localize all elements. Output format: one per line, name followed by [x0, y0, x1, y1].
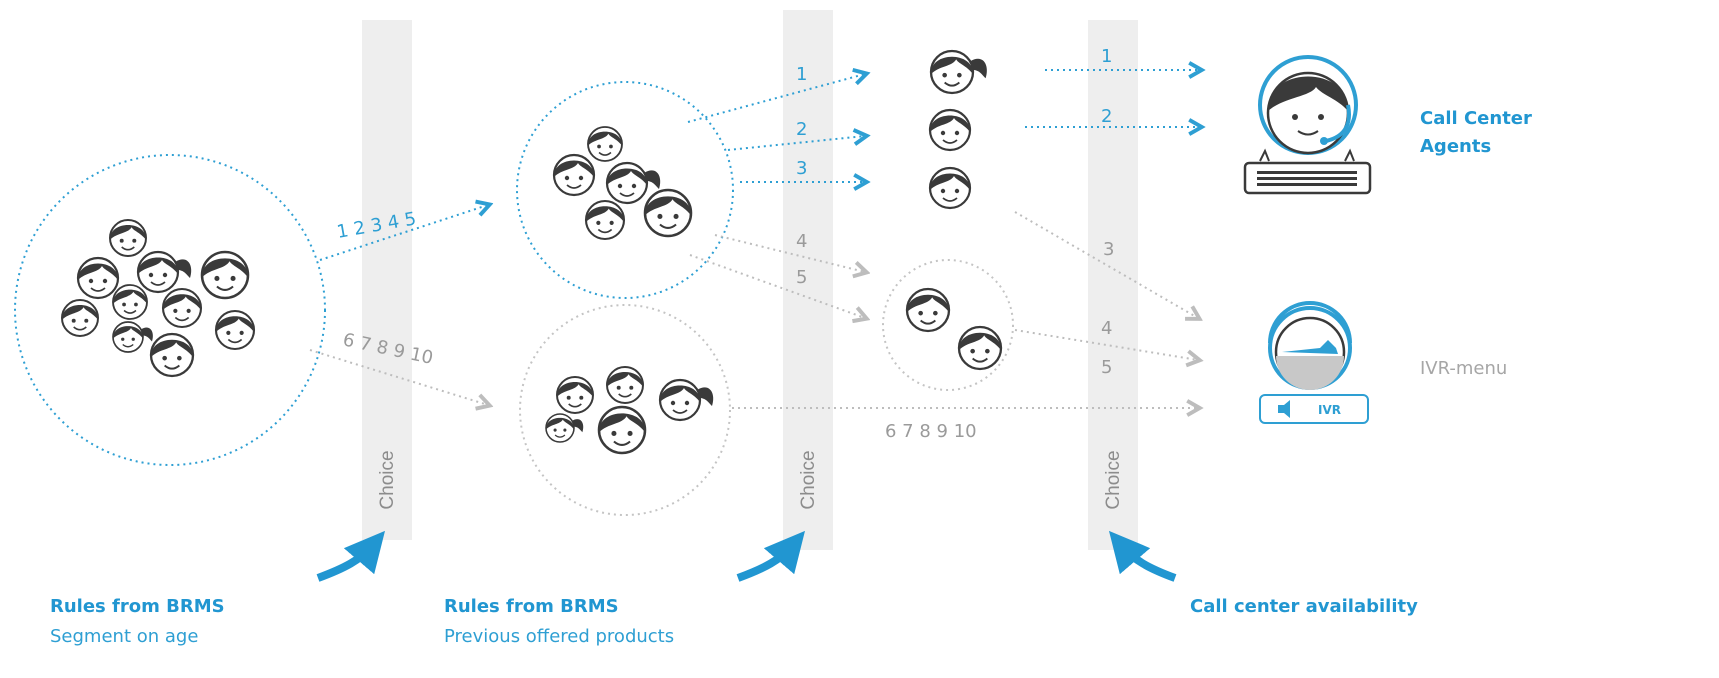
caption-3-title: Call center availability	[1190, 596, 1418, 617]
to-ivr-4-label: 4	[1101, 318, 1112, 339]
ivr-badge: IVR	[1259, 394, 1369, 424]
call-center-agent-icon	[1258, 55, 1358, 155]
to-agent-2-label: 2	[1101, 106, 1112, 127]
face-icon	[108, 219, 148, 257]
unmatched-group	[882, 259, 1014, 391]
face-icon	[605, 366, 645, 404]
population-faces	[60, 219, 256, 378]
to-ivr-3-label: 3	[1103, 239, 1114, 260]
face-icon	[643, 188, 693, 238]
to-ivr-5-label: 5	[1101, 357, 1112, 378]
face-icon	[60, 299, 100, 337]
fallback-arrows	[309, 211, 1198, 408]
face-icon	[161, 287, 203, 329]
face-icon	[584, 199, 626, 241]
face-icon	[555, 376, 595, 414]
keyboard-icon	[1243, 148, 1372, 195]
agents-label-line1: Call Center	[1420, 108, 1532, 129]
branch-2-label: 2	[796, 119, 807, 140]
choice-bar-3: Choice	[1088, 20, 1138, 550]
face-icon	[587, 126, 623, 162]
face-icon	[928, 166, 972, 210]
segment-old-faces	[545, 366, 715, 455]
face-icon	[552, 153, 596, 197]
face-ponytail-icon	[658, 378, 715, 422]
caption-1-title: Rules from BRMS	[50, 596, 225, 617]
choice-label: Choice	[1103, 450, 1124, 509]
branch-3-label: 3	[796, 158, 807, 179]
face-ponytail-icon	[136, 250, 193, 294]
face-icon	[597, 405, 647, 455]
face-icon	[214, 309, 256, 351]
face-icon	[928, 108, 972, 152]
face-icon	[76, 256, 120, 300]
caption-2-title: Rules from BRMS	[444, 596, 619, 617]
face-ponytail-icon	[929, 49, 989, 95]
choice-label: Choice	[377, 450, 398, 509]
face-icon	[149, 332, 195, 378]
segment-group-young	[516, 81, 734, 299]
curved-arrow-icon	[1108, 530, 1177, 582]
segment-young-faces	[552, 126, 693, 241]
face-icon	[112, 284, 148, 320]
curved-arrow-icon	[736, 530, 806, 582]
face-icon	[957, 325, 1003, 371]
face-icon	[905, 287, 951, 333]
choice-label: Choice	[798, 450, 819, 509]
ivr-menu-label: IVR-menu	[1420, 358, 1507, 379]
ivr-badge-text: IVR	[1318, 403, 1341, 417]
branch-1-label: 1	[796, 64, 807, 85]
caption-2-subtitle: Previous offered products	[444, 626, 674, 647]
agents-label-line2: Agents	[1420, 136, 1491, 157]
segment-group-old	[519, 304, 731, 516]
ivr-icon	[1268, 301, 1352, 390]
choice-bar-1: Choice	[362, 20, 412, 540]
to-ivr-rest-label: 6 7 8 9 10	[885, 421, 977, 442]
selected-arrows	[319, 70, 1200, 261]
face-ponytail-icon	[112, 321, 154, 353]
choice-bar-2: Choice	[783, 10, 833, 550]
branch-5-label: 5	[796, 267, 807, 288]
face-icon	[200, 250, 250, 300]
branch-4-label: 4	[796, 231, 807, 252]
speaker-icon	[1278, 400, 1290, 418]
population-group	[14, 154, 326, 466]
face-ponytail-icon	[545, 413, 585, 443]
to-agent-1-label: 1	[1101, 46, 1112, 67]
caption-1-subtitle: Segment on age	[50, 626, 198, 647]
curved-arrow-icon	[316, 530, 386, 582]
